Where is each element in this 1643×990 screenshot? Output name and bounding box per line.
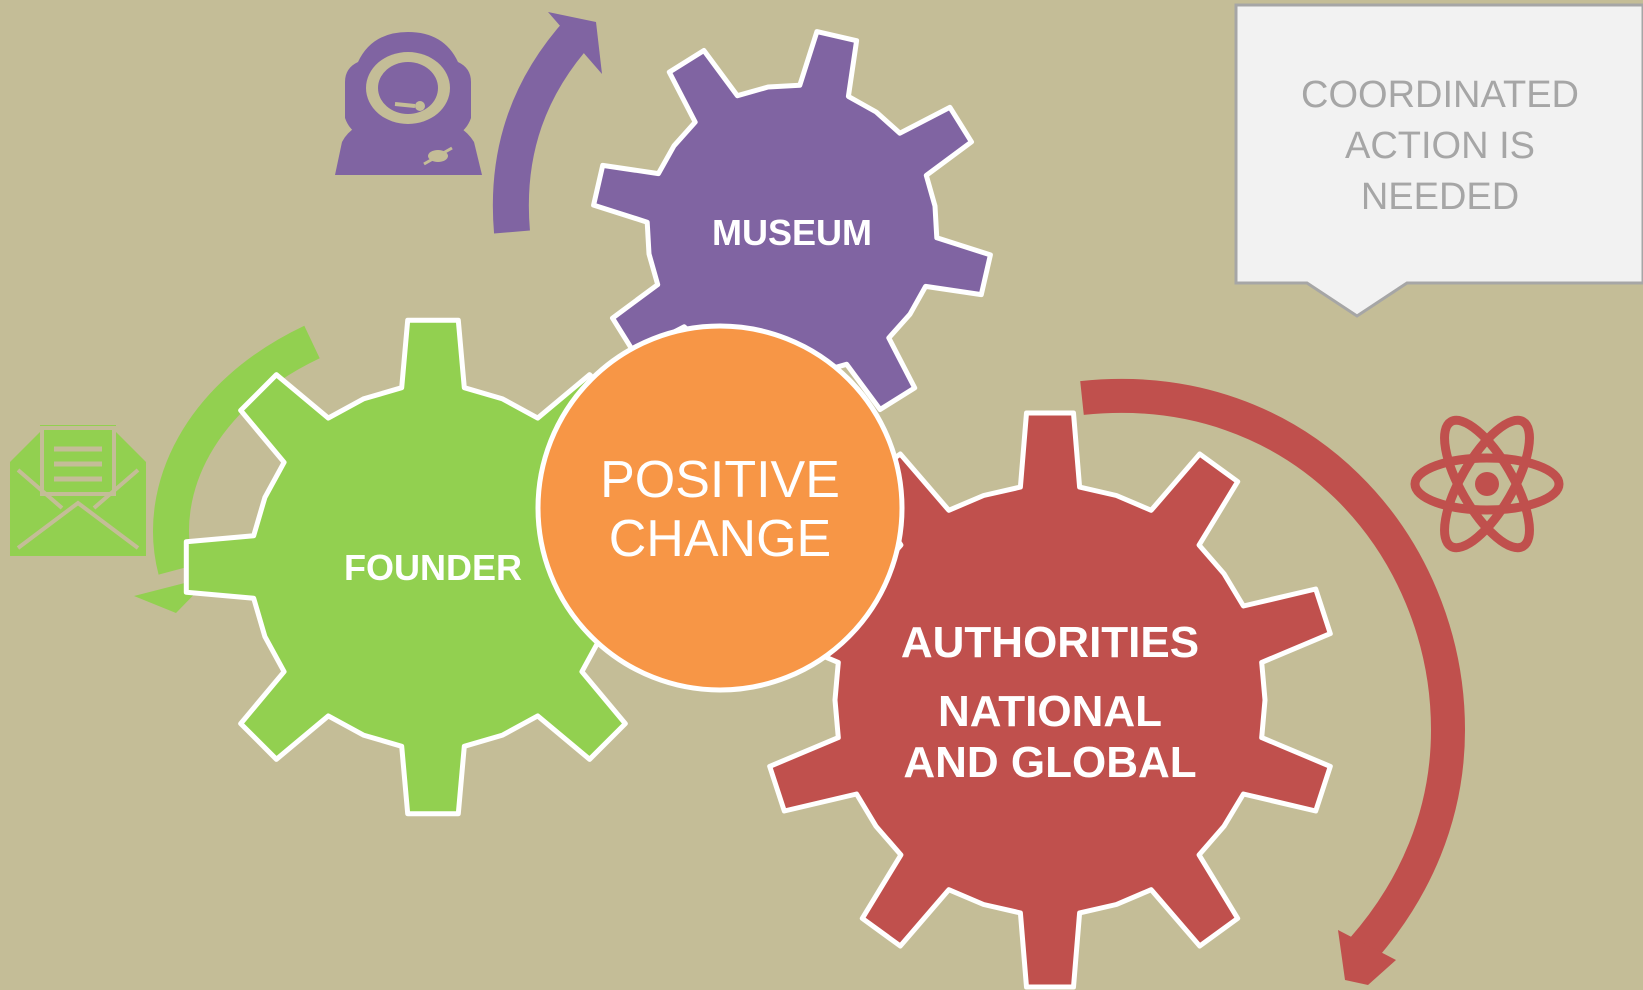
callout-line-2: ACTION IS [1345, 125, 1535, 167]
callout: COORDINATED ACTION IS NEEDED [1234, 3, 1643, 318]
authorities-label-1: AUTHORITIES [901, 618, 1199, 667]
authorities-label-2: NATIONAL [938, 687, 1162, 736]
hub-line-2: CHANGE [609, 510, 831, 568]
positive-change-hub: POSITIVE CHANGE [535, 323, 905, 693]
callout-shape [1234, 3, 1643, 318]
envelope-icon [10, 425, 146, 556]
hub-circle [535, 323, 905, 693]
purple-cycle-arrow [492, 12, 602, 234]
museum-label: MUSEUM [712, 212, 872, 253]
founder-label: FOUNDER [344, 547, 522, 588]
astronaut-icon [335, 32, 482, 175]
authorities-label-3: AND GLOBAL [903, 738, 1196, 787]
callout-line-3: NEEDED [1361, 176, 1519, 218]
atom-icon [1410, 415, 1564, 553]
hub-line-1: POSITIVE [600, 451, 840, 509]
red-cycle-arrow [1080, 379, 1466, 985]
callout-line-1: COORDINATED [1301, 74, 1579, 116]
